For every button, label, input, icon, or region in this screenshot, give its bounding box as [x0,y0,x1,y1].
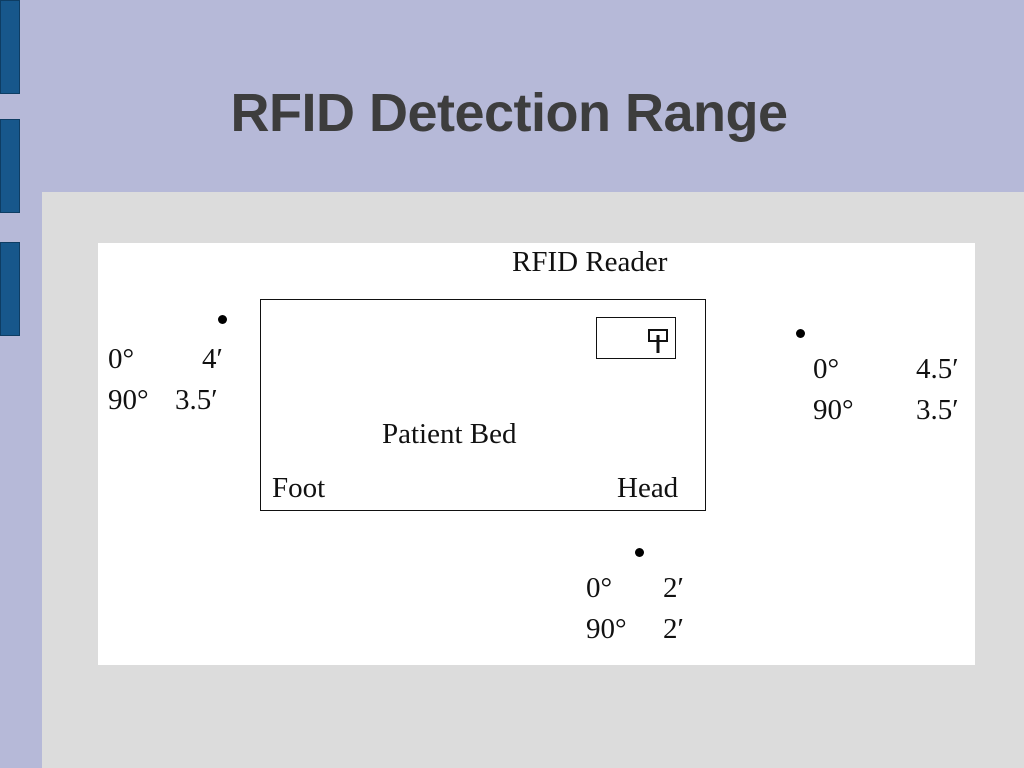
left-angle-90: 90° [108,384,149,416]
right-angle-0: 0° [813,353,840,385]
bottom-range-0: 2′ [663,572,684,604]
right-angle-90: 90° [813,394,854,426]
measurement-point-bottom [635,548,644,557]
right-range-90: 3.5′ [916,394,959,426]
slide-title: RFID Detection Range [230,83,788,143]
rfid-range-diagram: RFID Reader Patient Bed Foot Head 0° 4′ … [98,243,975,665]
bottom-range-90: 2′ [663,613,684,645]
measurement-point-right [796,329,805,338]
left-range-90: 3.5′ [175,384,218,416]
left-angle-0: 0° [108,343,135,375]
bottom-angle-90: 90° [586,613,627,645]
bottom-angle-0: 0° [586,572,613,604]
head-label: Head [617,472,679,504]
left-range-0: 4′ [202,343,223,375]
side-bar-decoration [0,242,20,336]
side-bar-decoration [0,0,20,94]
side-bar-decoration [0,119,20,213]
patient-bed [260,299,706,511]
right-range-0: 4.5′ [916,353,959,385]
foot-label: Foot [272,472,326,504]
rfid-reader-icon [648,329,668,353]
rfid-reader-label: RFID Reader [512,246,668,278]
rfid-reader-device [596,317,676,359]
bed-label: Patient Bed [382,418,517,450]
measurement-point-left [218,315,227,324]
